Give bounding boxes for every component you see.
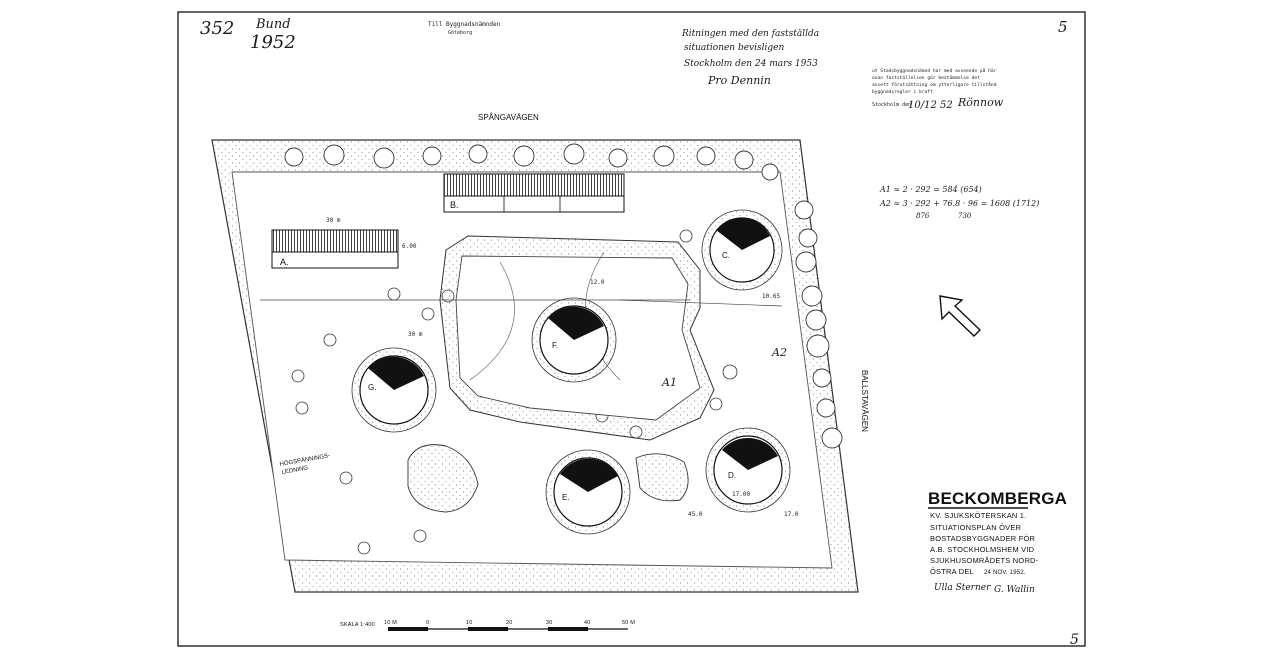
stamp-right-line-5: Stockholm den [872,102,911,108]
stamp-right-line-1: ut Stadsbyggnadsnämnd har med avseende p… [872,67,997,74]
dimension-45: 45.0 [688,511,703,518]
east-tree-belt [794,200,843,449]
calc-line-2: A2 ≈ 3 · 292 + 76.8 · 96 = 1608 (1712) [879,199,1039,208]
building-b-facade [443,195,625,213]
title-line-5: SJUKHUSOMRÅDETS NORD- [930,556,1039,565]
north-arrow-icon [939,295,982,337]
scale-bar: SKALA 1:400 10 M 0 10 20 30 40 50 M [340,620,635,631]
stamp-top-line: Till Byggnadsnämnden [428,21,501,28]
title-line-1: KV. SJUKSKÖTERSKAN 1. [930,511,1026,520]
scale-tick-2: 10 [466,620,473,626]
tower-e-stair-core [560,458,618,492]
south-east-grove [635,453,689,502]
bottom-corner-mark: 5 [1070,632,1079,648]
approval-line-3: Stockholm den 24 mars 1953 [684,59,818,69]
calc-under-2: 730 [958,212,972,220]
calc-line-1: A1 ≈ 2 · 292 = 584 (654) [879,185,982,194]
title-line-2: SITUATIONSPLAN ÖVER [930,523,1022,532]
tower-g: G. [351,347,437,433]
building-b-roof [443,173,625,197]
tower-f-stair-core [548,306,604,340]
road-north-label: SPÅNGAVÄGEN [478,113,539,122]
building-a-roof [271,229,399,253]
tower-f-label: F. [552,341,558,350]
approval-stamp-right: ut Stadsbyggnadsnämnd har med avseende p… [872,67,1004,111]
tower-d: D. [705,427,791,513]
tower-d-stair-core [722,437,778,470]
stamp-right-line-3: avsett förutsättning om ytterligare till… [872,81,997,88]
contour-line-2 [469,261,515,381]
corner-year: 1952 [250,32,296,53]
south-west-grove [407,444,479,513]
building-a-facade [271,251,399,269]
title-signature-1: Ulla Sterner [934,583,991,593]
scale-label: SKALA 1:400 [340,622,375,628]
tower-g-label: G. [368,383,376,392]
scale-tick-3: 20 [506,620,513,626]
page-number: 5 [1058,18,1068,36]
dimension-1700: 17.00 [732,491,750,498]
title-main: BECKOMBERGA [928,489,1067,508]
dimension-30m: 30 m [326,217,341,224]
title-line-3: BOSTADSBYGGNADER FÖR [930,534,1036,543]
approval-line-2: situationen bevisligen [684,43,784,53]
scale-tick-5: 40 [584,620,591,626]
tower-c-label: C. [722,251,730,260]
approval-signature: Pro Dennin [707,74,771,87]
tower-c-stair-core [716,217,770,250]
road-east-label: BALLSTAVÄGEN [860,370,869,432]
dimension-1065: 10.65 [762,293,780,300]
dimension-17: 17.0 [784,511,799,518]
stamp-right-signature: Rönnow [957,96,1004,109]
dimension-30m-b: 30 m [408,331,423,338]
tower-d-label: D. [728,471,736,480]
dimension-12: 12.0 [590,279,605,286]
north-tree-row [284,143,779,181]
dimension-600: 6.00 [402,243,417,250]
corner-note: Bund [255,17,291,32]
tower-e-label: E. [562,493,570,502]
tower-g-stair-core [368,356,424,390]
title-line-4: A.B. STOCKHOLMSHEM VID [930,545,1035,554]
service-line-east [619,299,783,307]
scale-tick-4: 30 [546,620,553,626]
stamp-top-city: Göteborg [448,30,472,36]
stamp-right-line-2: ovan fastställelsen gör bestämmelse det [872,75,980,81]
title-block: BECKOMBERGA KV. SJUKSKÖTERSKAN 1. SITUAT… [928,489,1067,595]
tower-c: C. [701,209,783,291]
calc-under-1: 876 [916,212,930,220]
title-date: 24 NOV. 1952. [984,570,1026,576]
powerline-note-2: LEDNING [281,465,309,476]
approval-line-1: Ritningen med den fastställda [681,29,819,39]
tower-f: F. [531,297,617,383]
building-b-label: B. [450,200,459,210]
area-a2-label: A2 [771,346,787,359]
scale-tick-1: 0 [426,620,429,626]
scale-tick-6: 50 M [622,620,635,626]
building-a-label: A. [280,257,289,267]
stamp-right-date: 10/12 52 [908,100,953,111]
area-a1-label: A1 [661,376,677,389]
stamp-right-line-4: byggnadsregler i kraft [872,89,933,95]
site-boundary [211,139,859,593]
scale-tick-0: 10 M [384,620,397,626]
title-signature-2: G. Wallin [994,585,1035,595]
corner-number: 352 [200,18,234,39]
title-line-6: ÖSTRA DEL [930,567,974,576]
tower-e: E. [545,449,631,535]
